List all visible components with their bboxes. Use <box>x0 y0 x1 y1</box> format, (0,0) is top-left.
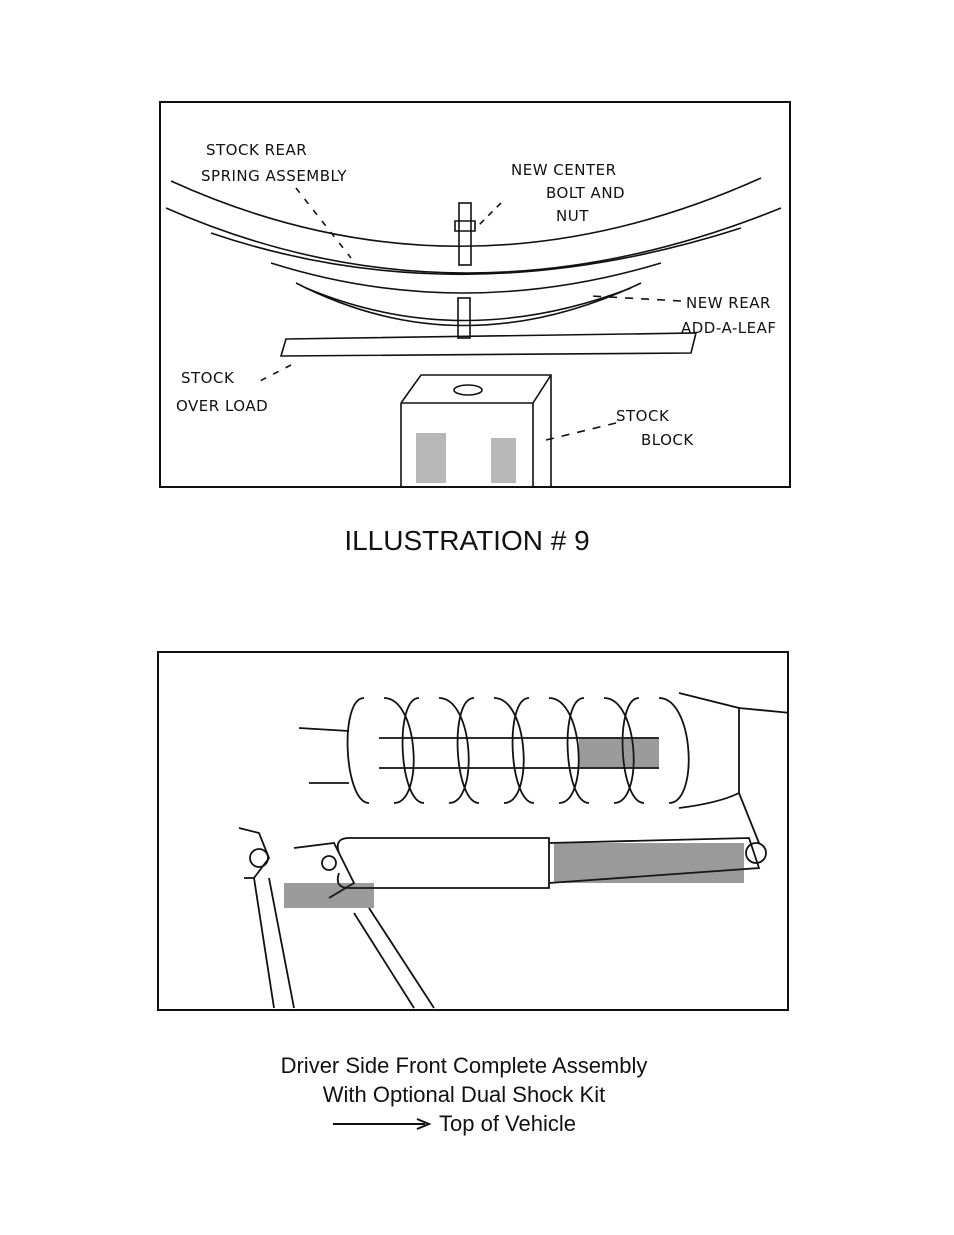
label-stock-overload-2: OVER LOAD <box>176 397 268 415</box>
label-new-rear: NEW REAR <box>686 294 771 312</box>
label-add-a-leaf: ADD-A-LEAF <box>681 319 777 337</box>
label-stock-rear: STOCK REAR <box>206 141 307 159</box>
leaf-spring-illustration: STOCK REAR SPRING ASSEMBLY NEW CENTER BO… <box>159 101 791 488</box>
label-stock-block-1: STOCK <box>616 407 670 425</box>
label-spring-assembly: SPRING ASSEMBLY <box>201 167 347 185</box>
right-arrow-icon <box>333 1118 432 1130</box>
label-stock-overload-1: STOCK <box>181 369 235 387</box>
top-of-vehicle-label: Top of Vehicle <box>439 1111 576 1136</box>
label-bolt-and: BOLT AND <box>546 184 625 202</box>
caption-top-of-vehicle: Top of Vehicle <box>333 1111 576 1137</box>
caption-assembly: Driver Side Front Complete Assembly <box>280 1053 648 1078</box>
coil-spring-drawing <box>238 692 787 1009</box>
label-new-center: NEW CENTER <box>511 161 617 179</box>
caption-dual-shock: With Optional Dual Shock Kit <box>322 1082 606 1107</box>
leaf-spring-drawing: STOCK REAR SPRING ASSEMBLY NEW CENTER BO… <box>165 141 782 486</box>
label-nut: NUT <box>556 207 589 225</box>
label-stock-block-2: BLOCK <box>641 431 694 449</box>
coil-spring-shock-illustration <box>157 651 789 1011</box>
illustration-title: ILLUSTRATION # 9 <box>344 525 590 556</box>
